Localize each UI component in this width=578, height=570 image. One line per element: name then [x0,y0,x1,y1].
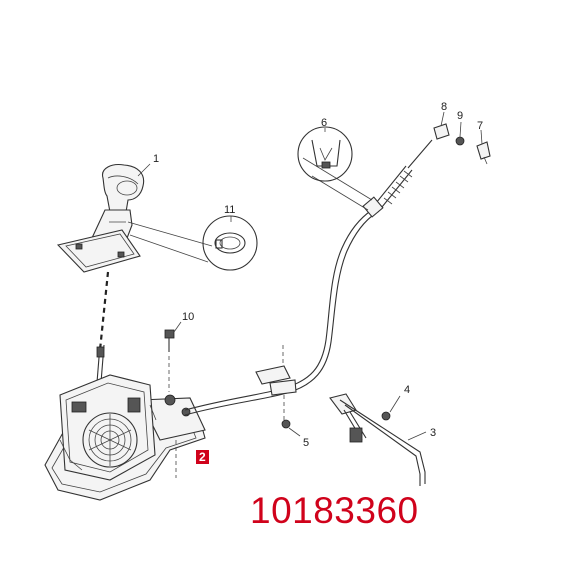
callout-8: 8 [441,101,447,113]
callout-11: 11 [224,204,235,216]
callout-6: 6 [321,117,327,129]
shift-knob-part [102,164,145,213]
cable-end-fittings [433,111,491,165]
callout-2: 2 [199,450,206,464]
shift-cable-part [184,139,433,416]
callout-5: 5 [303,437,309,449]
shifter-assembly-part [44,344,206,501]
part-number-label: 10183360 [250,490,419,531]
bracket-rod-part [329,393,427,486]
assembly-guide-line [98,271,110,351]
detail-bubble-6 [297,126,373,211]
bolt-part-5 [281,395,301,437]
callout-3: 3 [430,427,436,439]
callout-7: 7 [477,120,483,132]
callout-9: 9 [457,110,463,122]
shift-boot-part [56,209,141,273]
callout-1: 1 [153,153,159,165]
callout-4: 4 [404,384,410,396]
bolt-part-10 [164,321,182,392]
leader-lines [137,128,326,222]
detail-bubble-11 [127,215,258,271]
callout-10: 10 [182,311,194,323]
callout-2-badge: 2 [196,450,209,464]
